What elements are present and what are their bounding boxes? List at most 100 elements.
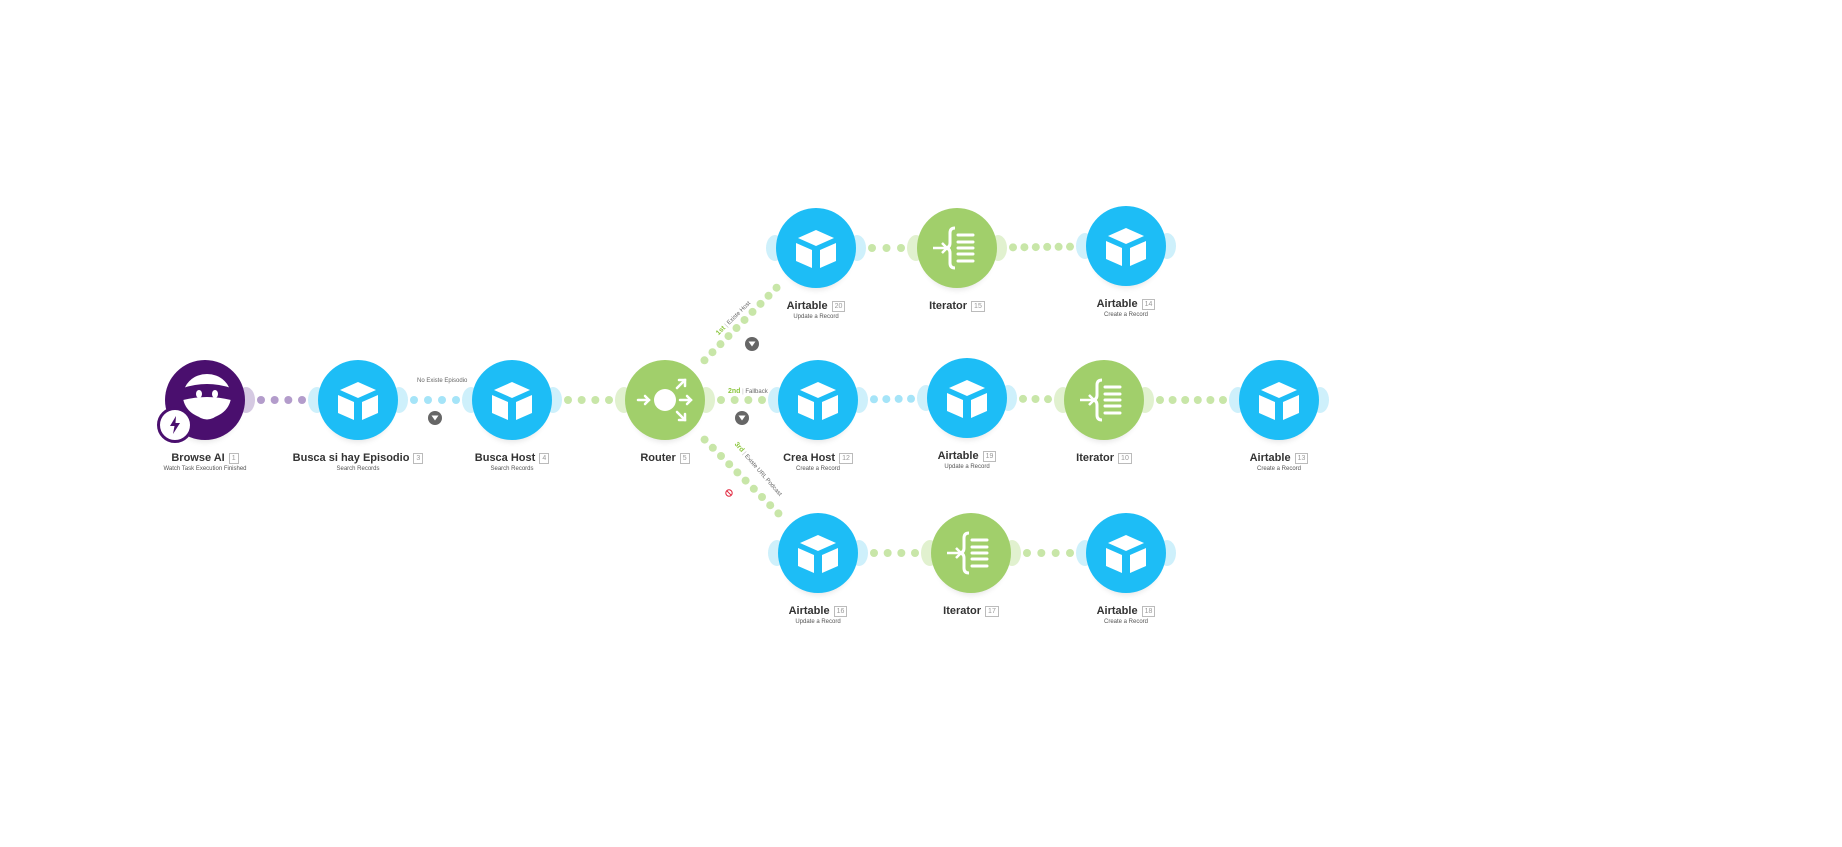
module-number-badge: 18 bbox=[1141, 605, 1156, 617]
connection-dots[interactable] bbox=[870, 549, 919, 557]
disabled-route-icon[interactable] bbox=[725, 484, 733, 497]
module-bubble[interactable] bbox=[462, 360, 562, 440]
module-name: Iterator bbox=[929, 300, 968, 312]
connection-dots[interactable] bbox=[869, 394, 916, 404]
filter-icon[interactable] bbox=[735, 411, 749, 425]
connection-dot bbox=[1181, 396, 1190, 404]
connection-dots[interactable] bbox=[410, 396, 460, 404]
filter-icon[interactable] bbox=[745, 337, 759, 351]
connection-dot bbox=[1023, 549, 1031, 557]
module-name: Airtable bbox=[1096, 298, 1138, 310]
route-separator: | bbox=[740, 389, 746, 395]
module-bubble[interactable] bbox=[157, 360, 255, 443]
connection-dots[interactable] bbox=[1018, 394, 1053, 404]
module-name: Airtable bbox=[786, 300, 828, 312]
module-number-badge: 14 bbox=[1141, 298, 1156, 310]
connection-dots[interactable] bbox=[1008, 242, 1075, 252]
module-bubble[interactable] bbox=[1229, 360, 1329, 440]
connection-dots[interactable] bbox=[1156, 396, 1227, 404]
route-name: Fallback bbox=[745, 389, 768, 395]
connection-dot bbox=[868, 244, 876, 252]
module-name: Airtable bbox=[937, 450, 979, 462]
module-number-badge: 17 bbox=[985, 605, 999, 617]
connection-dot bbox=[730, 396, 739, 404]
airtable-icon bbox=[776, 208, 856, 288]
module-bubble[interactable] bbox=[768, 513, 868, 593]
module-bubble[interactable] bbox=[1076, 513, 1176, 593]
connection-dot bbox=[1037, 549, 1046, 557]
module-bubble[interactable] bbox=[1076, 206, 1176, 286]
module-operation: Create a Record bbox=[1256, 466, 1302, 472]
module-operation: Create a Record bbox=[1103, 312, 1149, 318]
airtable-icon bbox=[318, 360, 398, 440]
connection-dot bbox=[1219, 396, 1227, 404]
module-bubble[interactable] bbox=[308, 360, 408, 440]
connection-dot bbox=[708, 348, 717, 357]
module-name: Browse AI bbox=[171, 452, 225, 464]
connection-dots[interactable] bbox=[717, 396, 766, 404]
module-bubble[interactable] bbox=[907, 208, 1007, 288]
module-bubble[interactable] bbox=[768, 360, 868, 440]
module-bubble[interactable] bbox=[917, 358, 1017, 438]
airtable-icon bbox=[1239, 360, 1319, 440]
module-bubble[interactable] bbox=[766, 208, 866, 288]
connection-dot bbox=[452, 396, 460, 404]
route-label[interactable]: 2nd | Fallback bbox=[728, 388, 768, 395]
connection-dots[interactable] bbox=[564, 396, 613, 404]
filter-icon[interactable] bbox=[428, 411, 442, 425]
connection-dot bbox=[733, 468, 742, 477]
connection-dot bbox=[424, 396, 432, 404]
module-bubble[interactable] bbox=[921, 513, 1021, 593]
connection-dot bbox=[577, 396, 586, 404]
connection-dot bbox=[1051, 549, 1060, 557]
connection-dot bbox=[748, 307, 757, 316]
module-bubble[interactable] bbox=[1054, 360, 1154, 440]
connection-dots[interactable] bbox=[868, 244, 905, 252]
connection-dots[interactable] bbox=[700, 435, 783, 518]
connection-dot bbox=[564, 396, 572, 404]
connection-dot bbox=[700, 435, 709, 444]
module-operation: Search Records bbox=[336, 466, 380, 472]
connection-dot bbox=[716, 340, 725, 349]
airtable-icon bbox=[778, 360, 858, 440]
connection-dot bbox=[724, 332, 733, 341]
connection-dot bbox=[725, 460, 734, 469]
module-number-badge: 15 bbox=[971, 300, 985, 312]
module-name: Airtable bbox=[788, 605, 830, 617]
module-operation: Create a Record bbox=[1103, 619, 1149, 625]
connection-dot bbox=[870, 549, 878, 557]
connection-dots[interactable] bbox=[1023, 549, 1074, 557]
connection-dot bbox=[911, 549, 919, 557]
module-number-badge: 12 bbox=[839, 452, 853, 464]
connection-dot bbox=[591, 396, 600, 404]
module-bubble[interactable] bbox=[615, 360, 715, 440]
connection-dots[interactable] bbox=[700, 283, 781, 365]
connection-dots[interactable] bbox=[257, 396, 306, 404]
connection-dot bbox=[740, 315, 749, 324]
connection-dot bbox=[605, 396, 613, 404]
